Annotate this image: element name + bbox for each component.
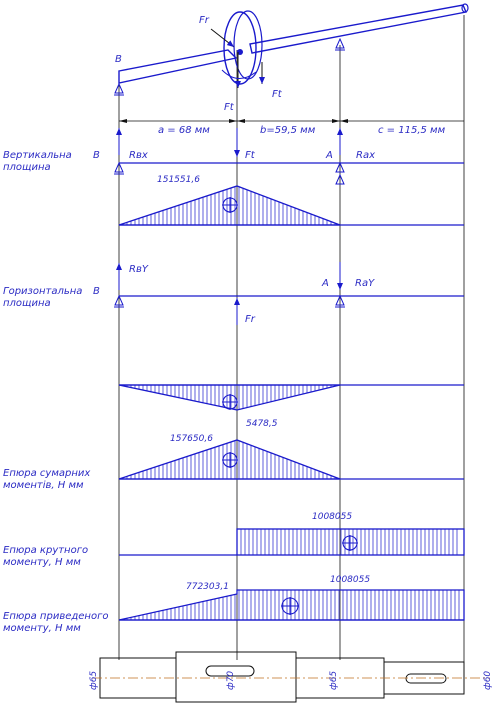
keyway-left [205, 665, 255, 677]
reduced-moment-diagram [118, 589, 465, 621]
moment-horizontal-diagram [118, 384, 341, 411]
reduced-right-value: 1008055 [330, 575, 370, 585]
shaft-sketch [114, 3, 469, 96]
force-fr-top-label: Fr [199, 15, 210, 26]
vert-support-a [335, 161, 345, 185]
support-a-horiz-label: A [321, 278, 329, 289]
svg-text:Епюра приведеного: Епюра приведеного [3, 611, 108, 622]
reduced-moment-title: Епюра приведеного моменту, Н мм [3, 611, 108, 634]
torque-value: 1008055 [312, 512, 352, 522]
support-b-vert-label: B [93, 150, 100, 161]
horiz-support-b [114, 294, 124, 308]
total-moments-title: Епюра сумарних моментів, Н мм [3, 468, 90, 491]
svg-text:Горизонтальна: Горизонтальна [3, 286, 82, 297]
keyway-right [405, 673, 447, 684]
reference-lines [118, 15, 465, 668]
dimension-b: b=59,5 мм [260, 125, 316, 136]
shaft-drawing [92, 651, 490, 703]
force-ft-mid-label: Ft [245, 150, 256, 161]
svg-text:моментів, Н мм: моментів, Н мм [3, 479, 84, 491]
dimension-a: a = 68 мм [158, 125, 210, 136]
moment-vertical-value: 151551,6 [157, 175, 200, 185]
dimension-line [119, 119, 464, 123]
dimension-c: c = 115,5 мм [378, 125, 446, 136]
support-b-horiz-label: B [93, 286, 100, 297]
svg-text:Епюра сумарних: Епюра сумарних [3, 468, 90, 479]
reduced-center-mark [281, 597, 299, 615]
moment-vertical-diagram [118, 185, 341, 226]
shaft-diameter-4: ф60 [483, 671, 493, 690]
reaction-rax-label: Rах [356, 150, 375, 161]
force-fr-horiz-label: Fr [245, 314, 256, 325]
svg-text:моменту, Н мм: моменту, Н мм [3, 557, 81, 568]
reaction-ray-label: RаY [355, 278, 375, 289]
torque-center-mark [342, 535, 358, 551]
moment-total-value: 157650,6 [170, 434, 213, 444]
svg-text:площина: площина [3, 162, 51, 173]
moment-horizontal-value: 5478,5 [246, 419, 278, 429]
svg-text:площина: площина [3, 298, 51, 309]
vert-support-b [114, 161, 124, 175]
moment-total-diagram [118, 439, 341, 480]
shaft-support-a [335, 37, 345, 51]
moment-horizontal-center-mark [222, 394, 238, 410]
reaction-rby-label: RвY [129, 264, 149, 275]
reaction-rbx-label: Rвх [129, 150, 148, 161]
support-a-vert-label: A [325, 150, 333, 161]
shaft-diameter-1: ф65 [89, 671, 99, 690]
svg-text:Епюра крутного: Епюра крутного [3, 545, 88, 556]
shaft-diameter-3: ф65 [329, 671, 339, 690]
svg-text:Вертикальна: Вертикальна [3, 150, 72, 161]
vertical-plane-title: Вертикальна площина [3, 150, 72, 173]
torque-title: Епюра крутного моменту, Н мм [3, 545, 88, 568]
svg-text:моменту, Н мм: моменту, Н мм [3, 623, 81, 634]
moment-total-center-mark [222, 452, 238, 468]
reduced-left-value: 772303,1 [186, 582, 229, 592]
support-b-shaft-label: B [115, 54, 122, 65]
force-ft-top-label: Ft [224, 102, 235, 113]
torque-diagram [236, 528, 465, 556]
horiz-support-a [335, 294, 345, 308]
horizontal-plane-title: Горизонтальна площина [3, 286, 82, 309]
shaft-support-b [114, 82, 124, 96]
force-ft-side-label: Ft [272, 89, 283, 100]
moment-vertical-center-mark [222, 197, 238, 213]
shaft-diameter-2: ф70 [226, 671, 236, 690]
